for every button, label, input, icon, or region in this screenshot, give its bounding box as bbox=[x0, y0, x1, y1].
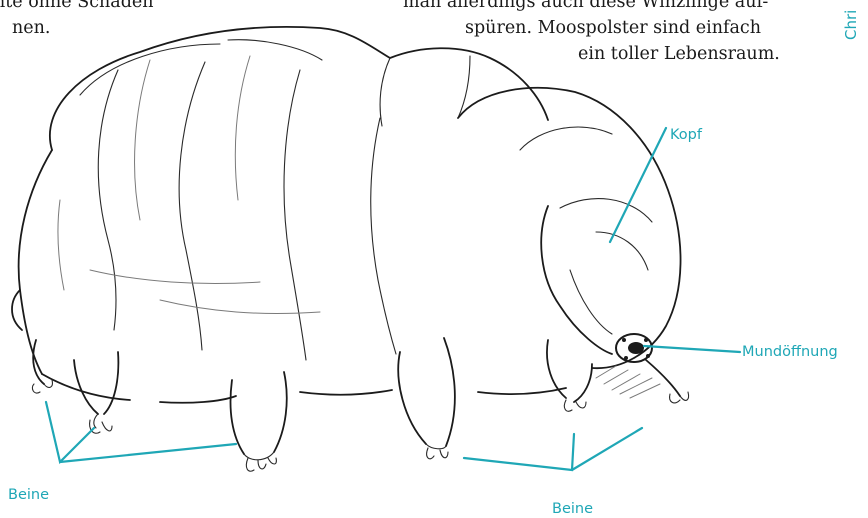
legs-left-label: Beine bbox=[8, 488, 49, 503]
legs-left-leader-line bbox=[46, 402, 236, 462]
head-label: Kopf bbox=[670, 128, 702, 143]
head-leader-line bbox=[610, 128, 666, 242]
mouth-label: Mundöffnung bbox=[742, 345, 838, 360]
legs-right-label: Beine bbox=[552, 502, 593, 517]
legs-right-leader-line bbox=[464, 428, 642, 470]
mouth-leader-line bbox=[644, 346, 740, 352]
